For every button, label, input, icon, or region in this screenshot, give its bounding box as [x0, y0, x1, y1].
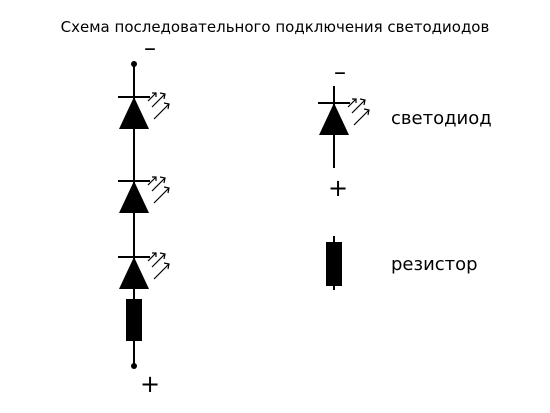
legend-led: – + светодиод: [317, 58, 492, 202]
legend-resistor-symbol: [326, 242, 342, 286]
top-minus-sign: –: [144, 34, 156, 62]
legend-led-label: светодиод: [391, 108, 492, 129]
top-terminal: [131, 61, 137, 67]
legend-led-minus: –: [334, 58, 346, 86]
series-circuit: – +: [117, 34, 170, 398]
diagram-title: Схема последовательного подключения свет…: [61, 18, 490, 36]
legend-led-plus: +: [328, 174, 348, 202]
legend-resistor: резистор: [326, 236, 478, 290]
led-2: [117, 176, 170, 214]
legend-led-symbol: [317, 98, 370, 136]
bottom-terminal: [131, 363, 137, 369]
series-resistor: [126, 299, 142, 341]
led-1: [117, 92, 170, 130]
legend-resistor-label: резистор: [391, 254, 478, 275]
bottom-plus-sign: +: [140, 370, 160, 398]
led-3: [117, 252, 170, 290]
